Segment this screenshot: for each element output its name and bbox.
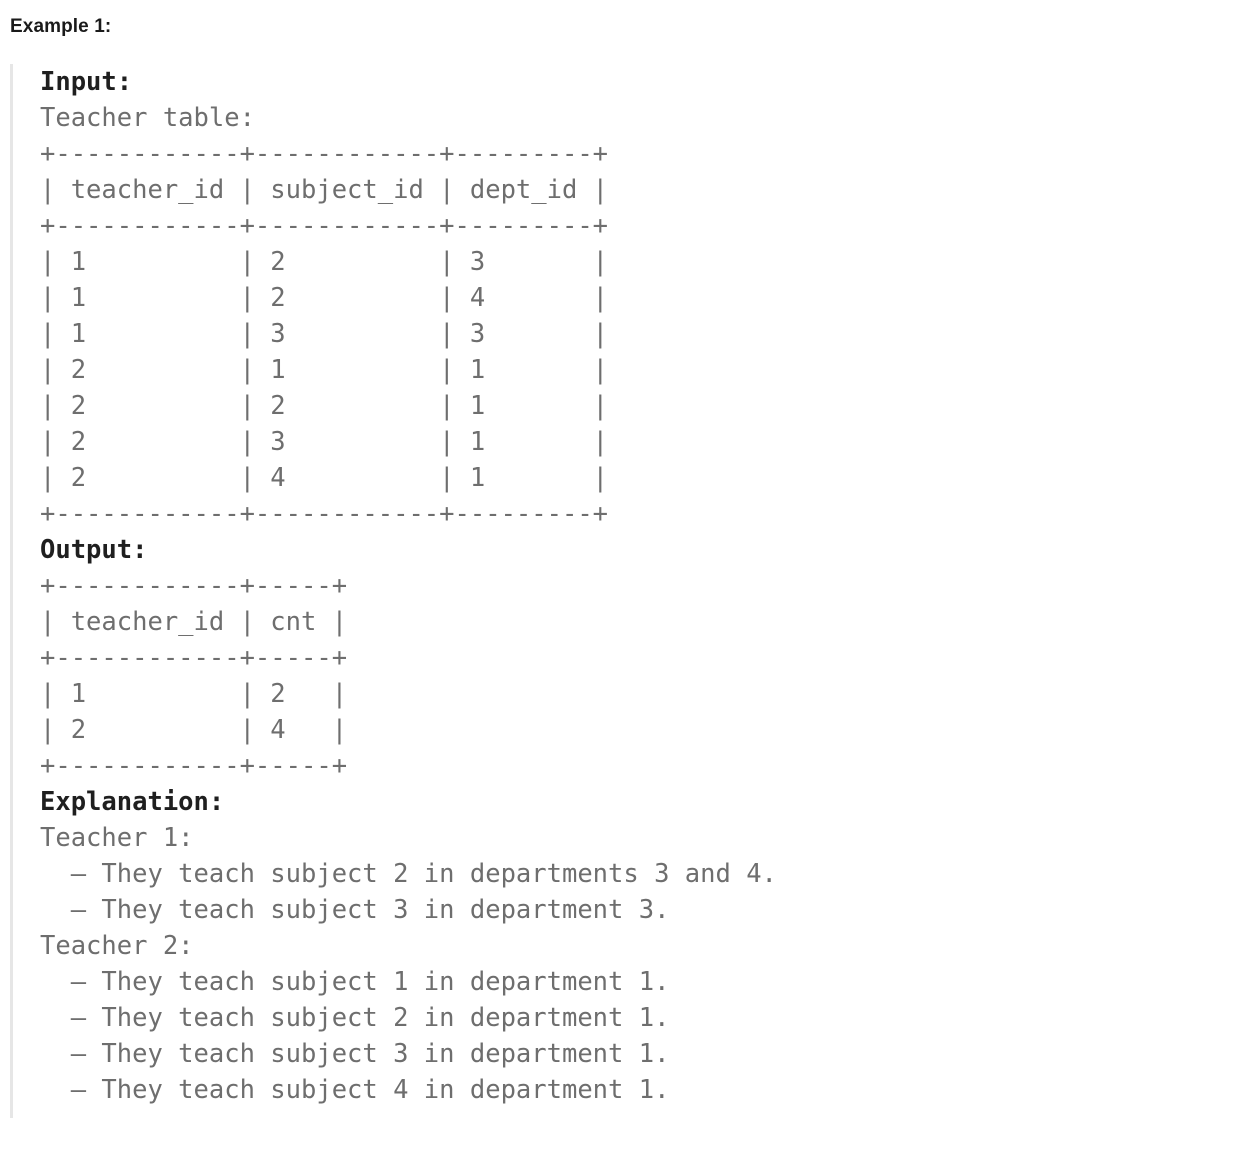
example-code-body: Input: Teacher table: +------------+------… bbox=[40, 64, 1220, 1108]
table-row: | 1 | 2 | 3 | bbox=[40, 247, 609, 277]
example-heading: Example 1: bbox=[10, 16, 112, 37]
input-table-header-row: | teacher_id | subject_id | dept_id | bbox=[40, 175, 609, 205]
explanation-bullet: – They teach subject 1 in department 1. bbox=[40, 967, 670, 997]
explanation-bullet: – They teach subject 4 in department 1. bbox=[40, 1075, 670, 1105]
explanation-bullet: – They teach subject 2 in department 1. bbox=[40, 1003, 670, 1033]
explanation-bullet: – They teach subject 2 in departments 3 … bbox=[40, 859, 777, 889]
output-table-header-row: | teacher_id | cnt | bbox=[40, 607, 348, 637]
explanation-group-title: Teacher 2: bbox=[40, 931, 194, 961]
explanation-label: Explanation: bbox=[40, 787, 225, 817]
table-row: | 2 | 4 | bbox=[40, 715, 348, 745]
input-label: Input: bbox=[40, 67, 133, 97]
example-block: Input: Teacher table: +------------+------… bbox=[10, 64, 1220, 1118]
explanation-bullet: – They teach subject 3 in department 1. bbox=[40, 1039, 670, 1069]
output-table-rule-mid: +------------+-----+ bbox=[40, 643, 348, 673]
table-row: | 1 | 2 | bbox=[40, 679, 348, 709]
table-row: | 1 | 2 | 4 | bbox=[40, 283, 609, 313]
table-row: | 1 | 3 | 3 | bbox=[40, 319, 609, 349]
output-table-rule-bottom: +------------+-----+ bbox=[40, 751, 348, 781]
input-table-rule-mid: +------------+------------+---------+ bbox=[40, 211, 609, 241]
explanation-bullet: – They teach subject 3 in department 3. bbox=[40, 895, 670, 925]
input-caption: Teacher table: bbox=[40, 103, 255, 133]
output-label: Output: bbox=[40, 535, 148, 565]
table-row: | 2 | 2 | 1 | bbox=[40, 391, 609, 421]
input-table-rule-bottom: +------------+------------+---------+ bbox=[40, 499, 609, 529]
explanation-group-title: Teacher 1: bbox=[40, 823, 194, 853]
input-table-rule-top: +------------+------------+---------+ bbox=[40, 139, 609, 169]
table-row: | 2 | 3 | 1 | bbox=[40, 427, 609, 457]
table-row: | 2 | 1 | 1 | bbox=[40, 355, 609, 385]
table-row: | 2 | 4 | 1 | bbox=[40, 463, 609, 493]
output-table-rule-top: +------------+-----+ bbox=[40, 571, 348, 601]
example-block-content: Input: Teacher table: +------------+------… bbox=[13, 64, 1220, 1108]
